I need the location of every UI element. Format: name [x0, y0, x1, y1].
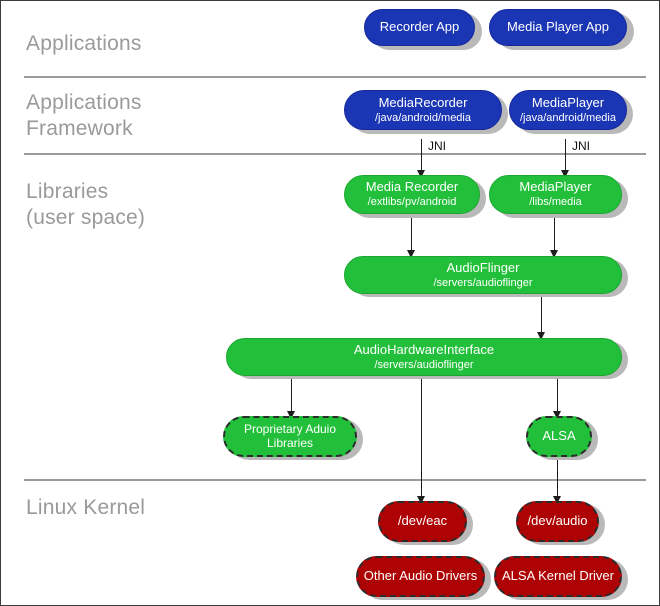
node-title: MediaPlayer [531, 94, 605, 110]
node-title: ALSA Kernel Driver [502, 568, 614, 584]
edge-label-jni-right: JNI [572, 139, 590, 153]
arrowhead-ahi-dev-eac [416, 496, 425, 504]
node-subtitle: /servers/audioflinger [374, 358, 474, 371]
section-label-libraries: Libraries (user space) [26, 180, 146, 229]
node-title: MediaRecorder [378, 94, 468, 110]
node-title: AudioHardwareInterface [353, 341, 495, 357]
connector-ahi-dev-eac [421, 374, 422, 504]
node-recorder-app[interactable]: Recorder App [364, 9, 475, 46]
arrowhead-mediarecorder-jni [416, 170, 425, 178]
node-media-player-framework[interactable]: MediaPlayer /java/android/media [509, 90, 627, 130]
arrowhead-mediarecorder-audioflinger [406, 250, 415, 258]
node-audio-hardware-interface[interactable]: AudioHardwareInterface /servers/audiofli… [226, 338, 622, 376]
node-subtitle: /java/android/media [519, 111, 616, 124]
node-subtitle: /servers/audioflinger [433, 276, 533, 289]
divider-libraries [24, 479, 646, 481]
node-title: Proprietary Aduio [243, 421, 337, 436]
node-media-recorder-framework[interactable]: MediaRecorder /java/android/media [344, 90, 502, 130]
arrowhead-mediaplayer-jni [560, 170, 569, 178]
arrowhead-audioflinger-audiohardwareinterface [536, 332, 545, 340]
section-label-applications-framework: Applications Framework [26, 91, 142, 140]
arrowhead-alsa-dev-audio [552, 496, 561, 504]
node-media-player-library[interactable]: MediaPlayer /libs/media [489, 175, 622, 214]
node-title: Media Player App [507, 19, 609, 35]
arrowhead-ahi-alsa [552, 411, 561, 419]
node-alsa[interactable]: ALSA [526, 416, 592, 457]
section-label-linux-kernel: Linux Kernel [26, 496, 146, 519]
edge-label-jni-left: JNI [428, 139, 446, 153]
node-title: Other Audio Drivers [363, 568, 478, 584]
connector-audioflinger-audiohardwareinterface [541, 293, 542, 341]
node-title: ALSA [542, 428, 576, 444]
node-media-player-app[interactable]: Media Player App [489, 9, 627, 46]
node-title: Recorder App [379, 19, 460, 35]
divider-applications [24, 76, 646, 78]
node-subtitle: /java/android/media [374, 111, 471, 124]
connector-mediaplayer-audioflinger [554, 214, 555, 258]
node-title: MediaPlayer [519, 179, 592, 195]
connector-mediaplayer-jni [565, 139, 566, 176]
connector-alsa-dev-audio [557, 456, 558, 504]
arrowhead-mediaplayer-audioflinger [549, 250, 558, 258]
divider-framework [24, 153, 646, 155]
connector-ahi-alsa [557, 374, 558, 419]
node-subtitle: Libraries [266, 435, 314, 450]
node-title: /dev/audio [527, 513, 588, 529]
node-subtitle: /extlibs/pv/android [367, 196, 457, 209]
node-media-recorder-library[interactable]: Media Recorder /extlibs/pv/android [344, 175, 480, 214]
section-label-applications: Applications [26, 32, 142, 55]
node-title: /dev/eac [397, 513, 448, 529]
node-audio-flinger[interactable]: AudioFlinger /servers/audioflinger [344, 256, 622, 294]
arrowhead-ahi-proprietary-libraries [286, 411, 295, 419]
node-alsa-kernel-driver[interactable]: ALSA Kernel Driver [494, 556, 622, 597]
connector-ahi-proprietary-libraries [291, 374, 292, 419]
node-other-audio-drivers[interactable]: Other Audio Drivers [356, 556, 485, 597]
node-dev-audio[interactable]: /dev/audio [516, 501, 599, 542]
node-proprietary-audio-libraries[interactable]: Proprietary Aduio Libraries [223, 416, 357, 457]
node-title: AudioFlinger [446, 259, 520, 275]
connector-mediarecorder-audioflinger [411, 214, 412, 258]
connector-mediarecorder-jni [421, 139, 422, 176]
node-dev-eac[interactable]: /dev/eac [378, 501, 467, 542]
node-subtitle: /libs/media [529, 196, 582, 209]
node-title: Media Recorder [365, 179, 459, 195]
